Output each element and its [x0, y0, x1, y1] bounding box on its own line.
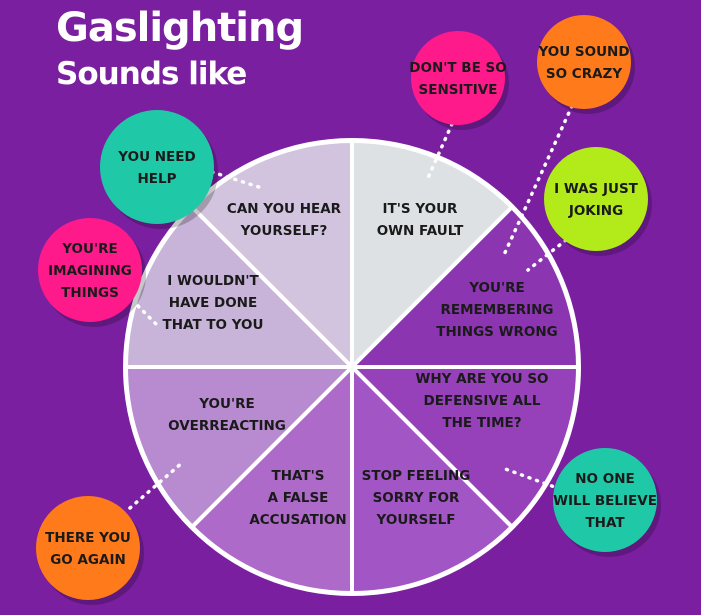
wheel-slice-5 — [123, 365, 357, 530]
connector-line-0 — [425, 122, 454, 182]
connector-line-6 — [210, 170, 264, 190]
connectors — [128, 104, 574, 510]
connector-line-1 — [501, 104, 574, 259]
bubble-circle-3 — [553, 448, 657, 552]
bubble-circle-0 — [411, 31, 505, 125]
bubble-circle-6 — [100, 110, 214, 224]
connector-line-4 — [128, 460, 185, 510]
wheel-slice-2 — [347, 365, 581, 530]
page-subtitle: Sounds like — [56, 56, 247, 92]
page-title: Gaslighting — [56, 5, 304, 51]
bubble-circle-1 — [537, 15, 631, 109]
wheel-slice-4 — [189, 362, 354, 596]
bubble-circle-5 — [38, 218, 142, 322]
connector-line-2 — [526, 238, 568, 272]
wheel-slice-0 — [350, 138, 515, 372]
bubble-circle-4 — [36, 496, 140, 600]
bubble-circle-2 — [544, 147, 648, 251]
wheel-slice-3 — [350, 362, 515, 596]
connector-line-5 — [136, 304, 162, 330]
connector-line-3 — [498, 465, 562, 491]
